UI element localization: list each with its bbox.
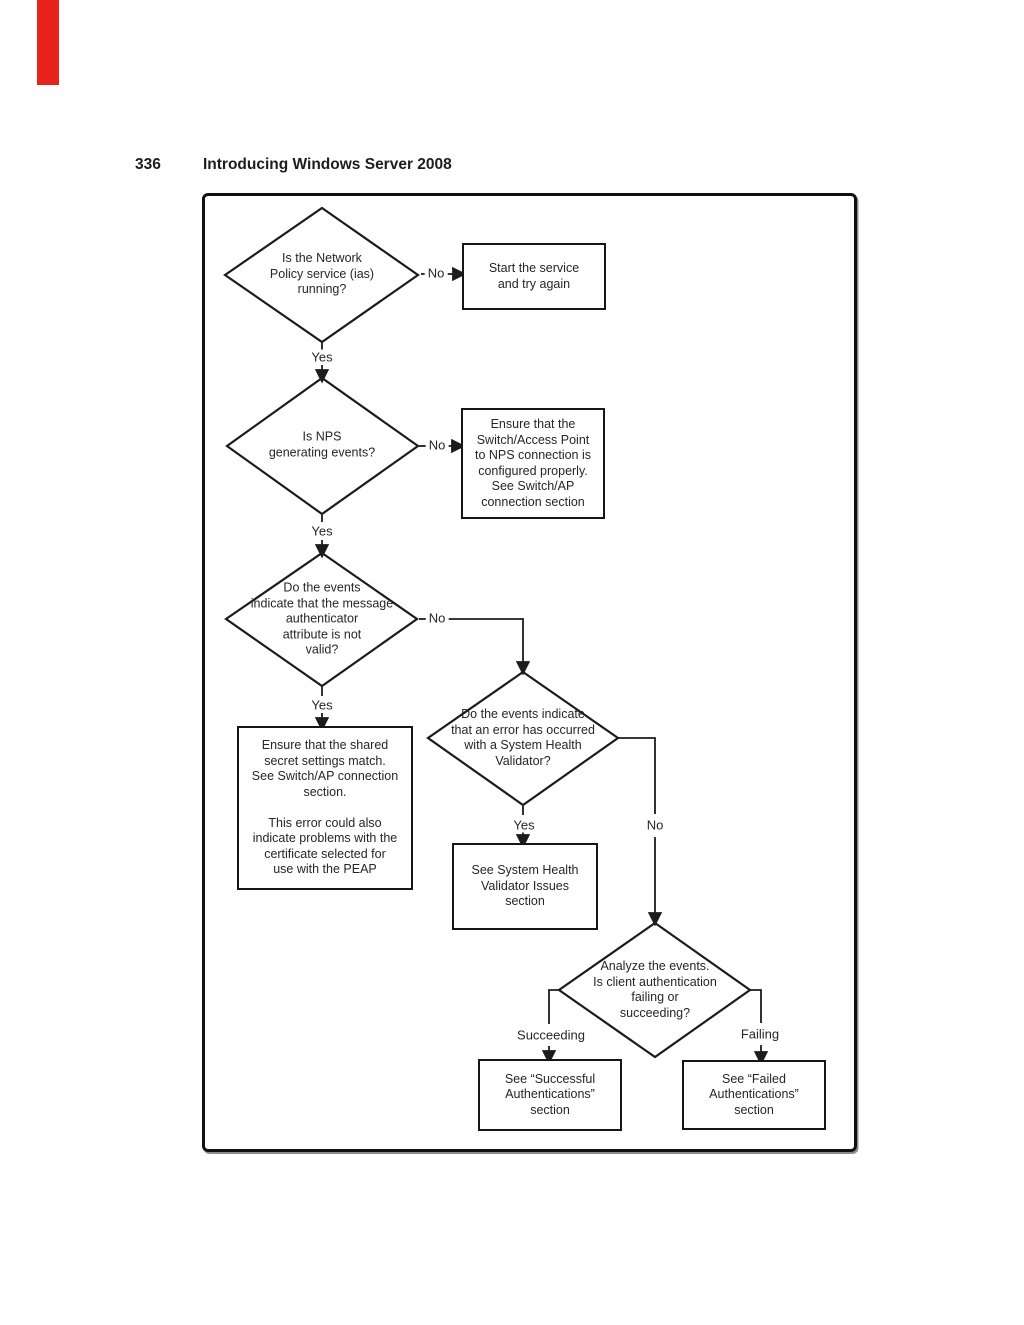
branch-label-succeeding: Succeeding bbox=[514, 1027, 588, 1043]
page-title: Introducing Windows Server 2008 bbox=[203, 156, 452, 173]
decision-nps-generating-events: Is NPS generating events? bbox=[268, 429, 376, 460]
decision-message-authenticator-invalid-shape bbox=[224, 551, 419, 688]
decision-shv-error: Do the events indicate that an error has… bbox=[451, 707, 595, 768]
connector bbox=[618, 737, 656, 814]
action-see-successful-authentications: See “Successful Authentications” section bbox=[478, 1059, 622, 1131]
flowchart-frame bbox=[202, 193, 857, 1152]
decision-nps-service-running-shape bbox=[223, 206, 420, 344]
decision-nps-generating-events-shape bbox=[225, 376, 420, 516]
branch-label-d3-yes: Yes bbox=[308, 697, 336, 713]
page-edge-tab bbox=[37, 0, 59, 85]
branch-label-d1-yes: Yes bbox=[308, 349, 336, 365]
branch-label-d4-yes: Yes bbox=[510, 817, 538, 833]
branch-label-d2-yes: Yes bbox=[308, 523, 336, 539]
connector bbox=[548, 989, 559, 1024]
page-number: 336 bbox=[135, 156, 161, 173]
branch-label-d1-no: No bbox=[424, 265, 448, 281]
connector-arrow bbox=[447, 618, 531, 676]
decision-message-authenticator-invalid: Do the events indicate that the message … bbox=[250, 580, 394, 657]
decision-auth-failing-or-succeeding: Analyze the events. Is client authentica… bbox=[593, 959, 717, 1020]
action-check-shared-secret: Ensure that the shared secret settings m… bbox=[237, 726, 413, 890]
branch-label-d3-no: No bbox=[425, 610, 449, 626]
connector bbox=[750, 989, 762, 1023]
action-see-shv-issues: See System Health Validator Issues secti… bbox=[452, 843, 598, 930]
branch-label-failing: Failing bbox=[737, 1026, 783, 1042]
connectors bbox=[314, 266, 769, 1066]
decision-auth-failing-or-succeeding-shape bbox=[557, 921, 752, 1059]
branch-label-d4-no: No bbox=[643, 817, 667, 833]
action-start-service: Start the service and try again bbox=[462, 243, 606, 310]
decision-diamonds bbox=[223, 206, 752, 1059]
decision-nps-service-running: Is the Network Policy service (ias) runn… bbox=[269, 250, 375, 296]
action-see-failed-authentications: See “Failed Authentications” section bbox=[682, 1060, 826, 1130]
decision-shv-error-shape bbox=[426, 670, 620, 807]
action-check-switch-ap-connection: Ensure that the Switch/Access Point to N… bbox=[461, 408, 605, 519]
branch-label-d2-no: No bbox=[425, 437, 449, 453]
